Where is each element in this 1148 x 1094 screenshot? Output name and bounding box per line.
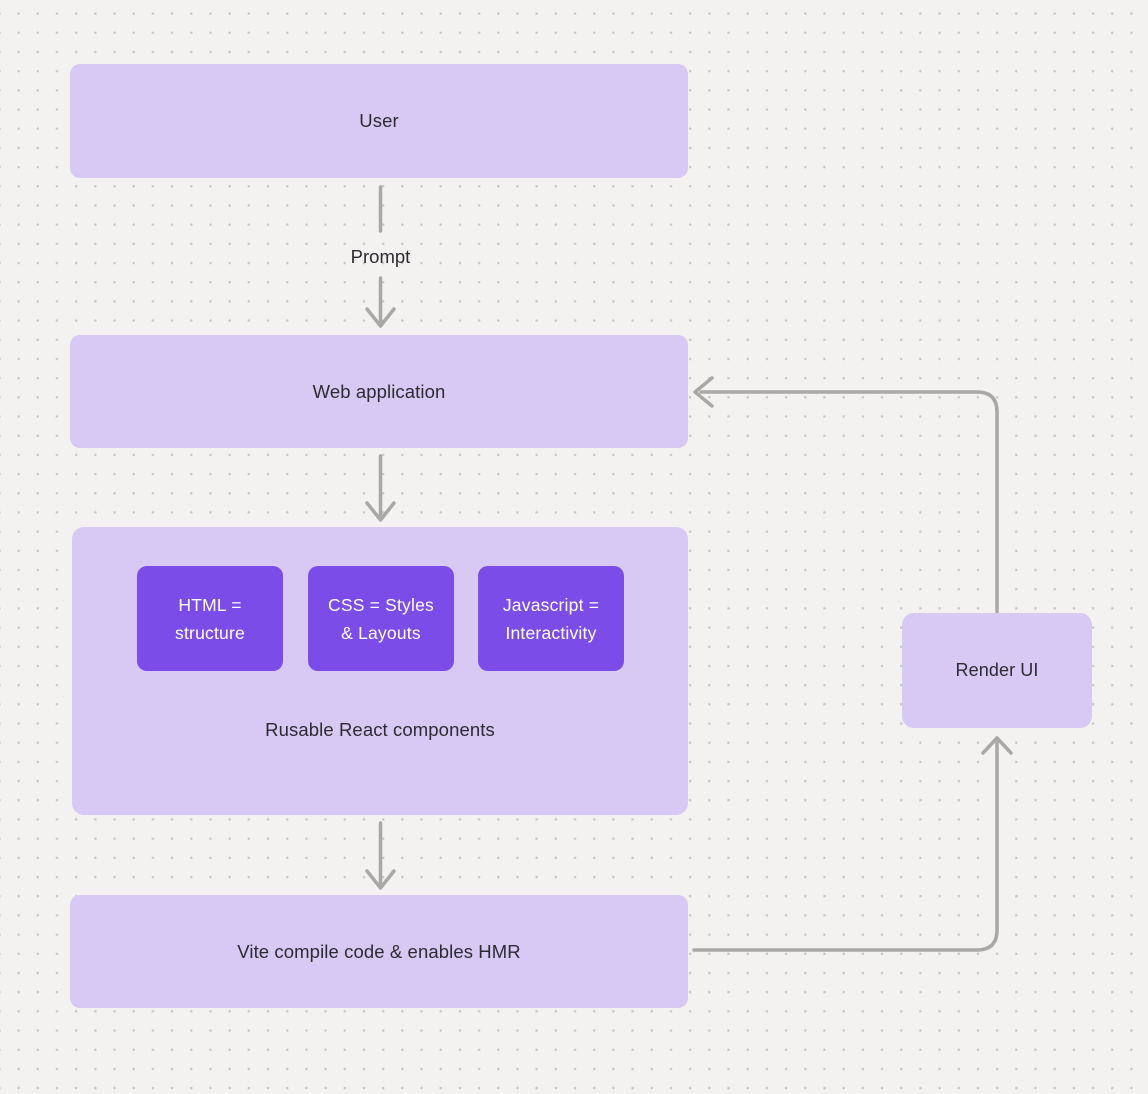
node-web-application: Web application — [70, 335, 688, 448]
chip-css: CSS = Styles & Layouts — [308, 566, 454, 671]
node-render-ui: Render UI — [902, 613, 1092, 728]
chip-html-line2: structure — [175, 622, 245, 643]
arrowhead-left-webapp — [693, 376, 714, 408]
edge-vite-to-renderui-line — [692, 740, 999, 952]
chip-css-line1: CSS = Styles — [328, 594, 434, 615]
arrowhead-down-vite — [365, 869, 396, 890]
edge-label-prompt: Prompt — [320, 245, 441, 269]
node-vite: Vite compile code & enables HMR — [70, 895, 688, 1008]
components-group-caption-text: Rusable React components — [265, 719, 495, 740]
edge-label-prompt-text: Prompt — [350, 246, 411, 267]
components-group-caption: Rusable React components — [72, 717, 688, 743]
edge-renderui-to-webapp-line — [699, 390, 999, 614]
arrowhead-down-webapp — [365, 307, 396, 328]
chip-javascript-line1: Javascript = — [502, 594, 600, 615]
chip-css-line2: & Layouts — [341, 622, 421, 643]
node-user-label: User — [359, 110, 399, 131]
node-vite-label: Vite compile code & enables HMR — [237, 940, 521, 962]
node-web-application-label: Web application — [312, 380, 446, 402]
arrowhead-down-components — [365, 501, 396, 522]
chip-html: HTML = structure — [137, 566, 283, 671]
chip-html-line1: HTML = — [178, 594, 242, 615]
chip-javascript-line2: Interactivity — [505, 622, 597, 643]
node-render-ui-label: Render UI — [955, 660, 1039, 680]
chip-javascript: Javascript = Interactivity — [478, 566, 624, 671]
arrowhead-up-renderui — [981, 736, 1013, 755]
node-user: User — [70, 64, 688, 178]
